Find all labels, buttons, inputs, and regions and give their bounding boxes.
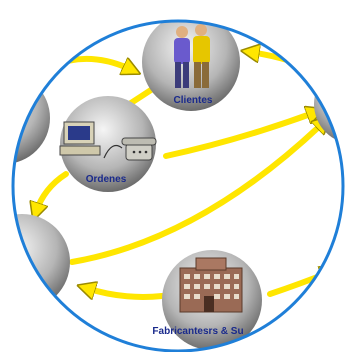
building-icon (179, 257, 243, 313)
node-label-right: Ti (338, 106, 347, 117)
node-sphere (60, 96, 156, 192)
people-icon (174, 24, 210, 88)
node-ordenes: Ordenes (59, 96, 157, 192)
arrow-left-to-right (69, 122, 324, 265)
circle-frame (11, 19, 345, 352)
node-label-fabricantes: Fabricantesrs & Su (152, 326, 243, 337)
node-clientes: Clientes (142, 20, 240, 111)
arrow-fabricantes-to-left (86, 288, 165, 297)
computer-phone-icon (59, 121, 157, 161)
arrow-ordenes-to-left (36, 171, 69, 212)
node-fabricantes: Fabricantesrs & Su (152, 250, 262, 350)
arrow-ordenes-to-right (163, 112, 316, 159)
folder-icon (332, 88, 344, 102)
node-label-ordenes: Ordenes (86, 174, 127, 185)
node-sphere (142, 20, 240, 111)
node-label-clientes: Clientes (174, 95, 213, 106)
